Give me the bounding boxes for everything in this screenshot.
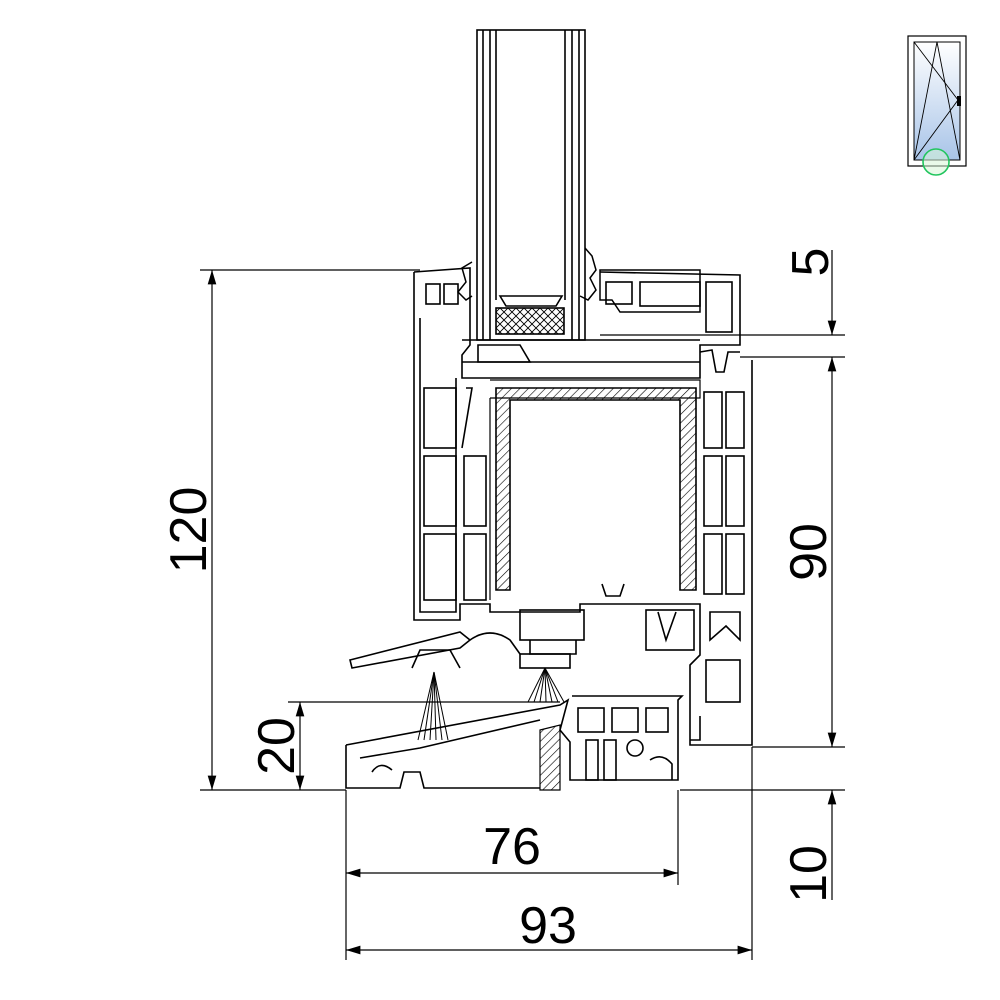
glass-pane <box>476 29 586 341</box>
dim-threshold-height: 20 <box>248 717 306 775</box>
glazing-bead <box>456 247 701 313</box>
weather-board <box>349 631 571 669</box>
dim-frame-height: 90 <box>780 523 838 581</box>
steel-reinforcement <box>489 379 701 600</box>
section-marker <box>922 148 950 176</box>
dim-bottom-offset: 10 <box>780 845 838 903</box>
glass-spacer <box>495 295 565 335</box>
sash-profile <box>413 267 741 379</box>
sill-hatched-insert <box>539 724 561 791</box>
threshold-sill <box>345 695 684 789</box>
brush-seal <box>417 667 565 741</box>
dimension-lines <box>200 250 845 960</box>
dim-top-offset: 5 <box>782 248 840 277</box>
dim-total-height: 120 <box>160 487 218 574</box>
dim-total-width: 93 <box>519 897 577 955</box>
frame-profile <box>413 272 753 746</box>
tilt-turn-window-icon <box>907 35 967 176</box>
dim-sill-width: 76 <box>483 818 541 876</box>
